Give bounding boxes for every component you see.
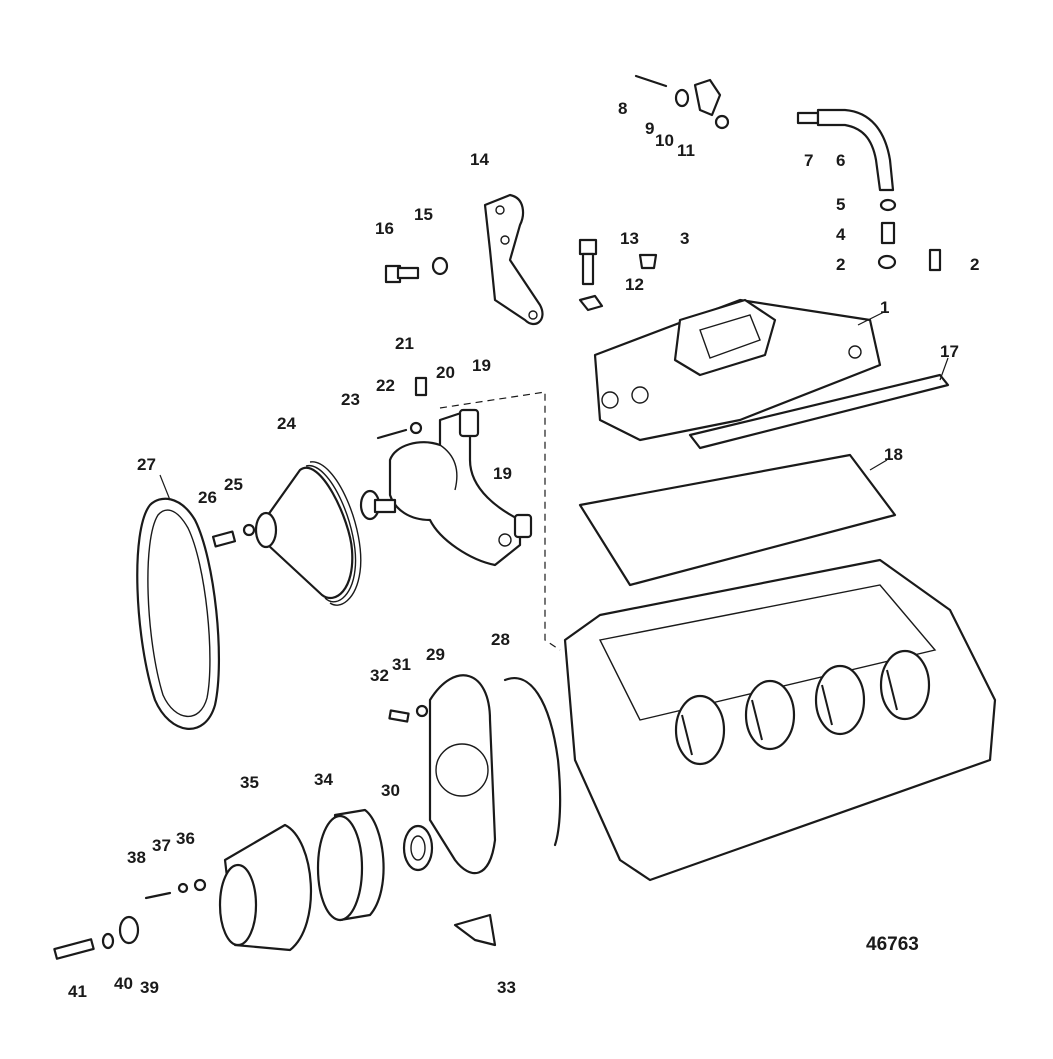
callout-1: 1 — [880, 298, 889, 317]
callout-11: 11 — [677, 141, 695, 160]
callout-19a: 19 — [472, 356, 491, 375]
water-pump-gasket-upper — [458, 408, 480, 438]
hose-assembly — [796, 108, 895, 192]
callout-10: 10 — [655, 131, 674, 150]
callout-33: 33 — [497, 978, 516, 997]
cylinder-block — [563, 558, 997, 882]
callout-32: 32 — [370, 666, 389, 685]
callout-34: 34 — [314, 770, 333, 789]
bracket-bolt-and-washer — [384, 256, 449, 284]
lift-bracket-hardware — [634, 74, 730, 130]
callout-15: 15 — [414, 205, 433, 224]
callout-labels: 1 2 2 3 4 5 6 7 8 9 10 11 12 13 14 15 16… — [68, 99, 979, 1001]
callout-27: 27 — [137, 455, 156, 474]
balancer-bolt-washer — [53, 915, 140, 960]
callout-13: 13 — [620, 229, 639, 248]
callout-17: 17 — [940, 342, 959, 361]
leaders — [159, 311, 949, 501]
timing-pointer — [453, 913, 497, 947]
drive-belt — [136, 497, 221, 730]
intake-manifold — [593, 298, 882, 442]
callout-12: 12 — [625, 275, 644, 294]
callout-16: 16 — [375, 219, 394, 238]
water-pump — [359, 408, 522, 567]
callout-23: 23 — [341, 390, 360, 409]
alignment-line — [439, 391, 561, 651]
callout-26: 26 — [198, 488, 217, 507]
pulley-bolt-and-washer — [211, 523, 256, 548]
figure-number: 46763 — [866, 934, 919, 955]
callout-29: 29 — [426, 645, 445, 664]
pulley-bolts — [144, 878, 207, 900]
callout-7: 7 — [804, 151, 813, 170]
alternator-bracket — [483, 193, 544, 326]
water-pump-gasket-lower — [513, 513, 533, 539]
callout-21: 21 — [395, 334, 414, 353]
callout-38: 38 — [127, 848, 146, 867]
callout-25: 25 — [224, 475, 243, 494]
callout-2b: 2 — [970, 255, 979, 274]
water-pump-pulley — [254, 461, 362, 606]
callout-8: 8 — [618, 99, 627, 118]
callout-2a: 2 — [836, 255, 845, 274]
callout-41: 41 — [68, 982, 87, 1001]
harmonic-balancer — [316, 808, 385, 922]
callout-35: 35 — [240, 773, 259, 792]
callout-19b: 19 — [493, 464, 512, 483]
valley-pan — [578, 453, 897, 587]
timing-cover-gasket — [503, 677, 562, 847]
callout-31: 31 — [392, 655, 411, 674]
callout-37: 37 — [152, 836, 171, 855]
crankshaft-pulley — [218, 823, 313, 952]
front-seal — [402, 824, 434, 872]
callout-40: 40 — [114, 974, 133, 993]
callout-5: 5 — [836, 195, 845, 214]
callout-6: 6 — [836, 151, 845, 170]
callout-36: 36 — [176, 829, 195, 848]
callout-9: 9 — [645, 119, 654, 138]
callout-39: 39 — [140, 978, 159, 997]
callout-4: 4 — [836, 225, 846, 244]
fittings — [877, 198, 942, 272]
callout-28: 28 — [491, 630, 510, 649]
intake-manifold-gasket — [688, 373, 950, 450]
callout-30: 30 — [381, 781, 400, 800]
callout-18: 18 — [884, 445, 903, 464]
callout-22: 22 — [376, 376, 395, 395]
callout-14: 14 — [470, 150, 489, 169]
callout-20: 20 — [436, 363, 455, 382]
manifold-bolt-and-plug — [578, 238, 658, 312]
callout-24: 24 — [277, 414, 296, 433]
callout-3: 3 — [680, 229, 689, 248]
timing-cover-bolts — [388, 704, 429, 723]
water-pump-bolts — [376, 376, 428, 440]
timing-cover — [428, 674, 497, 875]
